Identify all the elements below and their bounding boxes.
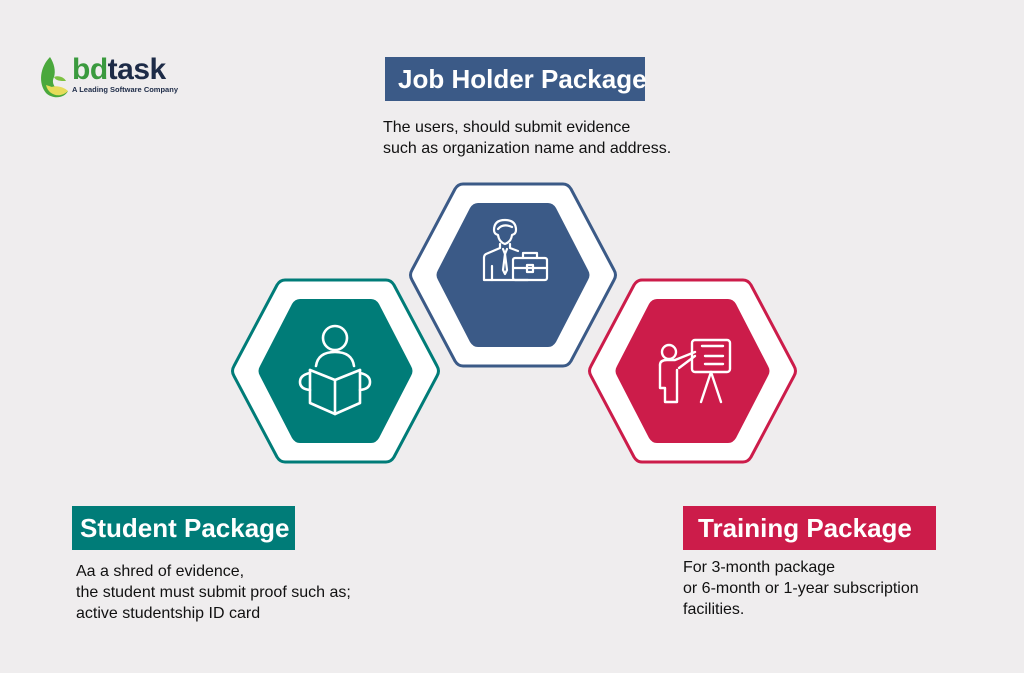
student-description: Aa a shred of evidence, the student must… (76, 563, 351, 622)
brand-name: bdtask (72, 53, 166, 86)
brand-tagline: A Leading Software Company (72, 85, 178, 94)
job-holder-hexagon (409, 182, 617, 368)
businessman-briefcase-icon (482, 218, 549, 282)
student-hexagon (231, 278, 440, 464)
student-title: Student Package (72, 506, 295, 550)
training-title: Training Package (683, 506, 936, 550)
job-holder-title: Job Holder Package (385, 57, 647, 101)
bdtask-logo: bdtask A Leading Software Company (38, 53, 178, 100)
training-hexagon (588, 278, 797, 464)
job-holder-description: The users, should submit evidence such a… (383, 119, 672, 157)
training-description: For 3-month package or 6-month or 1-year… (683, 559, 919, 618)
student-reading-book-icon (298, 324, 372, 416)
teacher-presentation-board-icon (658, 338, 732, 404)
leaf-logo-icon (41, 57, 68, 98)
